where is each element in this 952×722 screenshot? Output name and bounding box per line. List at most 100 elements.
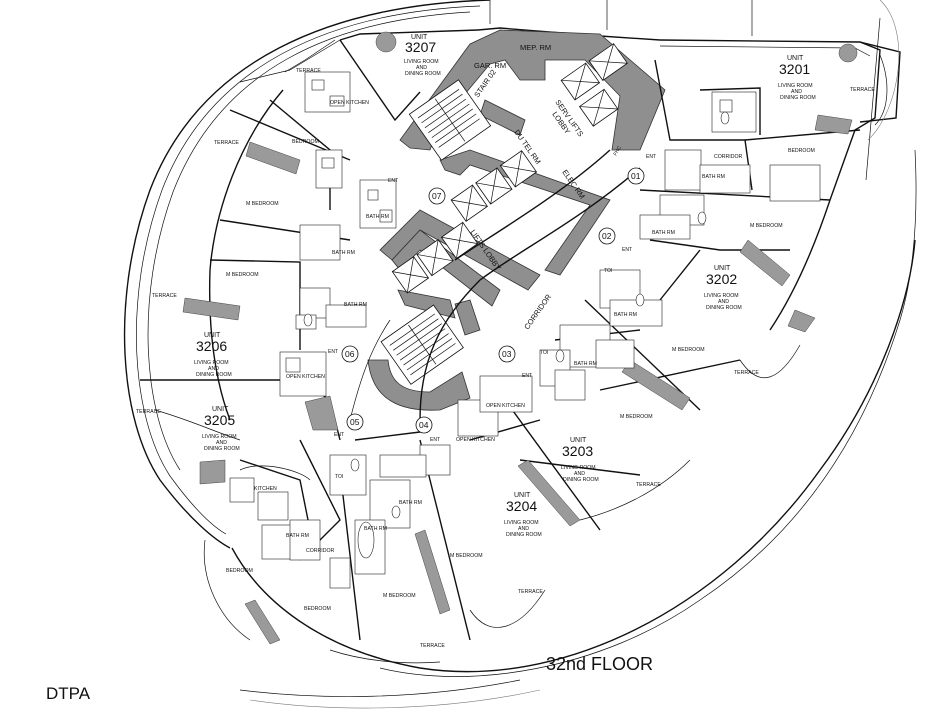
plan-text-label: BATH RM (344, 302, 367, 308)
plan-text-label: DINING ROOM (563, 477, 599, 483)
plan-text-label: TERRACE (636, 482, 661, 488)
entry-marker-07: 07 (428, 187, 446, 205)
plan-text-label: 3207 (405, 39, 436, 55)
unit-3202-label: UNIT 3202 LIVING ROOM AND DINING ROOM (704, 265, 742, 311)
plan-text-label: UNIT (204, 332, 221, 339)
plan-text-label: UNIT (411, 34, 428, 41)
plan-text-label: UNIT (570, 437, 587, 444)
plan-text-label: LIVING ROOM (404, 59, 439, 65)
plan-text-label: TOI (604, 268, 612, 274)
terraces (154, 39, 888, 664)
plan-text-label: M BEDROOM (672, 347, 705, 353)
entry-marker-06: 06 (341, 345, 359, 363)
plan-text-label: DINING ROOM (405, 71, 441, 77)
plan-text-label: LIVING ROOM (778, 83, 813, 89)
unit-3204-label: UNIT 3204 LIVING ROOM AND DINING ROOM (504, 492, 542, 538)
plan-text-label: TERRACE (734, 370, 759, 376)
plan-text-label: DINING ROOM (780, 95, 816, 101)
plan-text-label: UNIT (212, 406, 229, 413)
plan-text-label: ENT (522, 373, 532, 379)
plan-text-label: KITCHEN (254, 486, 277, 492)
plan-text-label: LIVING ROOM (194, 360, 229, 366)
unit-3207-label: UNIT 3207 LIVING ROOM AND DINING ROOM (404, 34, 441, 77)
plan-text-label: DINING ROOM (706, 305, 742, 311)
plan-text-label: TOI (540, 350, 548, 356)
plan-text-label: BEDROOM (788, 148, 815, 154)
plan-text-label: 3205 (204, 412, 235, 428)
plan-text-label: 3203 (562, 443, 593, 459)
plan-text-label: LIVING ROOM (704, 293, 739, 299)
plan-text-label: TERRACE (152, 293, 177, 299)
plan-text-label: 3201 (779, 61, 810, 77)
plan-text-label: AND (416, 65, 427, 71)
plan-text-label: M BEDROOM (620, 414, 653, 420)
plan-text-label: 3202 (706, 271, 737, 287)
corridor-label: CORRIDOR (522, 292, 553, 331)
plan-text-label: AND (518, 526, 529, 532)
plan-text-label: 01 (631, 171, 641, 181)
plan-text-label: 04 (419, 420, 429, 430)
fhc-label: FHC (613, 145, 624, 157)
central-core (349, 29, 666, 421)
plan-text-label: BATH RM (364, 526, 387, 532)
plan-text-label: BATH RM (286, 533, 309, 539)
plan-text-label: 03 (502, 349, 512, 359)
plan-text-label: M BEDROOM (383, 593, 416, 599)
plan-text-label: AND (718, 299, 729, 305)
plan-text-label: AND (791, 89, 802, 95)
plan-text-label: OPEN KITCHEN (486, 403, 525, 409)
plan-text-label: ENT (430, 437, 440, 443)
plan-text-label: BEDROOM (226, 568, 253, 574)
gar-room-label: GAR. RM (474, 61, 506, 70)
plan-text-label: ENT (328, 349, 338, 355)
plan-text-label: ENT (646, 154, 656, 160)
plan-text-label: M BEDROOM (246, 201, 279, 207)
entry-markers: 01 02 03 04 05 06 07 (341, 167, 645, 434)
plan-text-label: TERRACE (214, 140, 239, 146)
plan-text-label: TOI (335, 474, 343, 480)
drawn-by-label: DTPA (46, 684, 91, 703)
plan-text-label: BATH RM (574, 361, 597, 367)
plan-text-label: AND (216, 440, 227, 446)
plan-text-label: AND (208, 366, 219, 372)
room-labels: TERRACE TERRACE TERRACE TERRACE TERRACE … (136, 68, 875, 649)
entry-marker-04: 04 (415, 416, 433, 434)
plan-text-label: BATH RM (652, 230, 675, 236)
plan-text-label: ENT (388, 178, 398, 184)
plan-text-label: UNIT (514, 492, 531, 499)
plan-text-label: LIVING ROOM (561, 465, 596, 471)
plan-text-label: BEDROOM (292, 139, 319, 145)
plan-text-label: TERRACE (136, 409, 161, 415)
plan-text-label: M BEDROOM (226, 272, 259, 278)
entry-marker-01: 01 (627, 167, 645, 185)
plan-text-label: DINING ROOM (506, 532, 542, 538)
plan-text-label: BATH RM (332, 250, 355, 256)
plan-text-label: UNIT (787, 55, 804, 62)
unit-3203-label: UNIT 3203 LIVING ROOM AND DINING ROOM (561, 437, 599, 483)
plan-text-label: M BEDROOM (750, 223, 783, 229)
entry-marker-02: 02 (598, 227, 616, 245)
unit-3205-label: UNIT 3205 LIVING ROOM AND DINING ROOM (202, 406, 240, 452)
plan-text-label: DINING ROOM (196, 372, 232, 378)
plan-text-label: OPEN KITCHEN (330, 100, 369, 106)
plan-text-label: BATH RM (366, 214, 389, 220)
plan-text-label: DINING ROOM (204, 446, 240, 452)
plan-text-label: BEDROOM (304, 606, 331, 612)
plan-text-label: BATH RM (702, 174, 725, 180)
plan-text-label: OPEN KITCHEN (456, 437, 495, 443)
plan-text-label: CORRIDOR (714, 154, 742, 160)
plan-text-label: ENT (622, 247, 632, 253)
plan-text-label: 02 (602, 231, 612, 241)
plan-text-label: UNIT (714, 265, 731, 272)
plan-text-label: AND (574, 471, 585, 477)
floor-title: 32nd FLOOR (546, 654, 654, 674)
plan-text-label: TERRACE (296, 68, 321, 74)
plan-text-label: ENT (334, 432, 344, 438)
plan-text-label: TERRACE (850, 87, 875, 93)
plan-text-label: BATH RM (399, 500, 422, 506)
unit-3206-label: UNIT 3206 LIVING ROOM AND DINING ROOM (194, 332, 232, 378)
structural-bands (182, 31, 858, 645)
entry-marker-03: 03 (498, 345, 516, 363)
fixtures (229, 71, 821, 589)
